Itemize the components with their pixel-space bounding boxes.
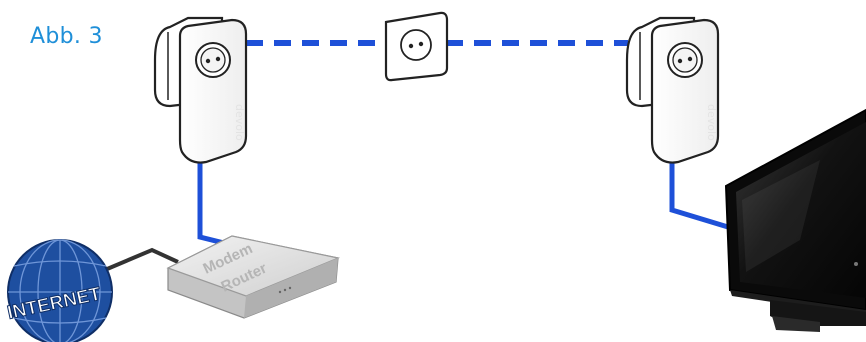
adapter-brand-right: devolo xyxy=(705,104,718,141)
powerline-adapter-icon: devolo xyxy=(627,18,718,163)
ethernet-cable-right xyxy=(672,160,728,227)
adapter-brand-left: devolo xyxy=(233,104,246,141)
tv-icon xyxy=(726,110,866,332)
router-icon: Modem Router xyxy=(168,236,338,318)
dsl-cable xyxy=(100,250,178,272)
powerline-adapter-icon: devolo xyxy=(155,18,246,163)
wall-socket-icon xyxy=(386,13,447,80)
globe-icon: INTERNET xyxy=(6,240,112,342)
